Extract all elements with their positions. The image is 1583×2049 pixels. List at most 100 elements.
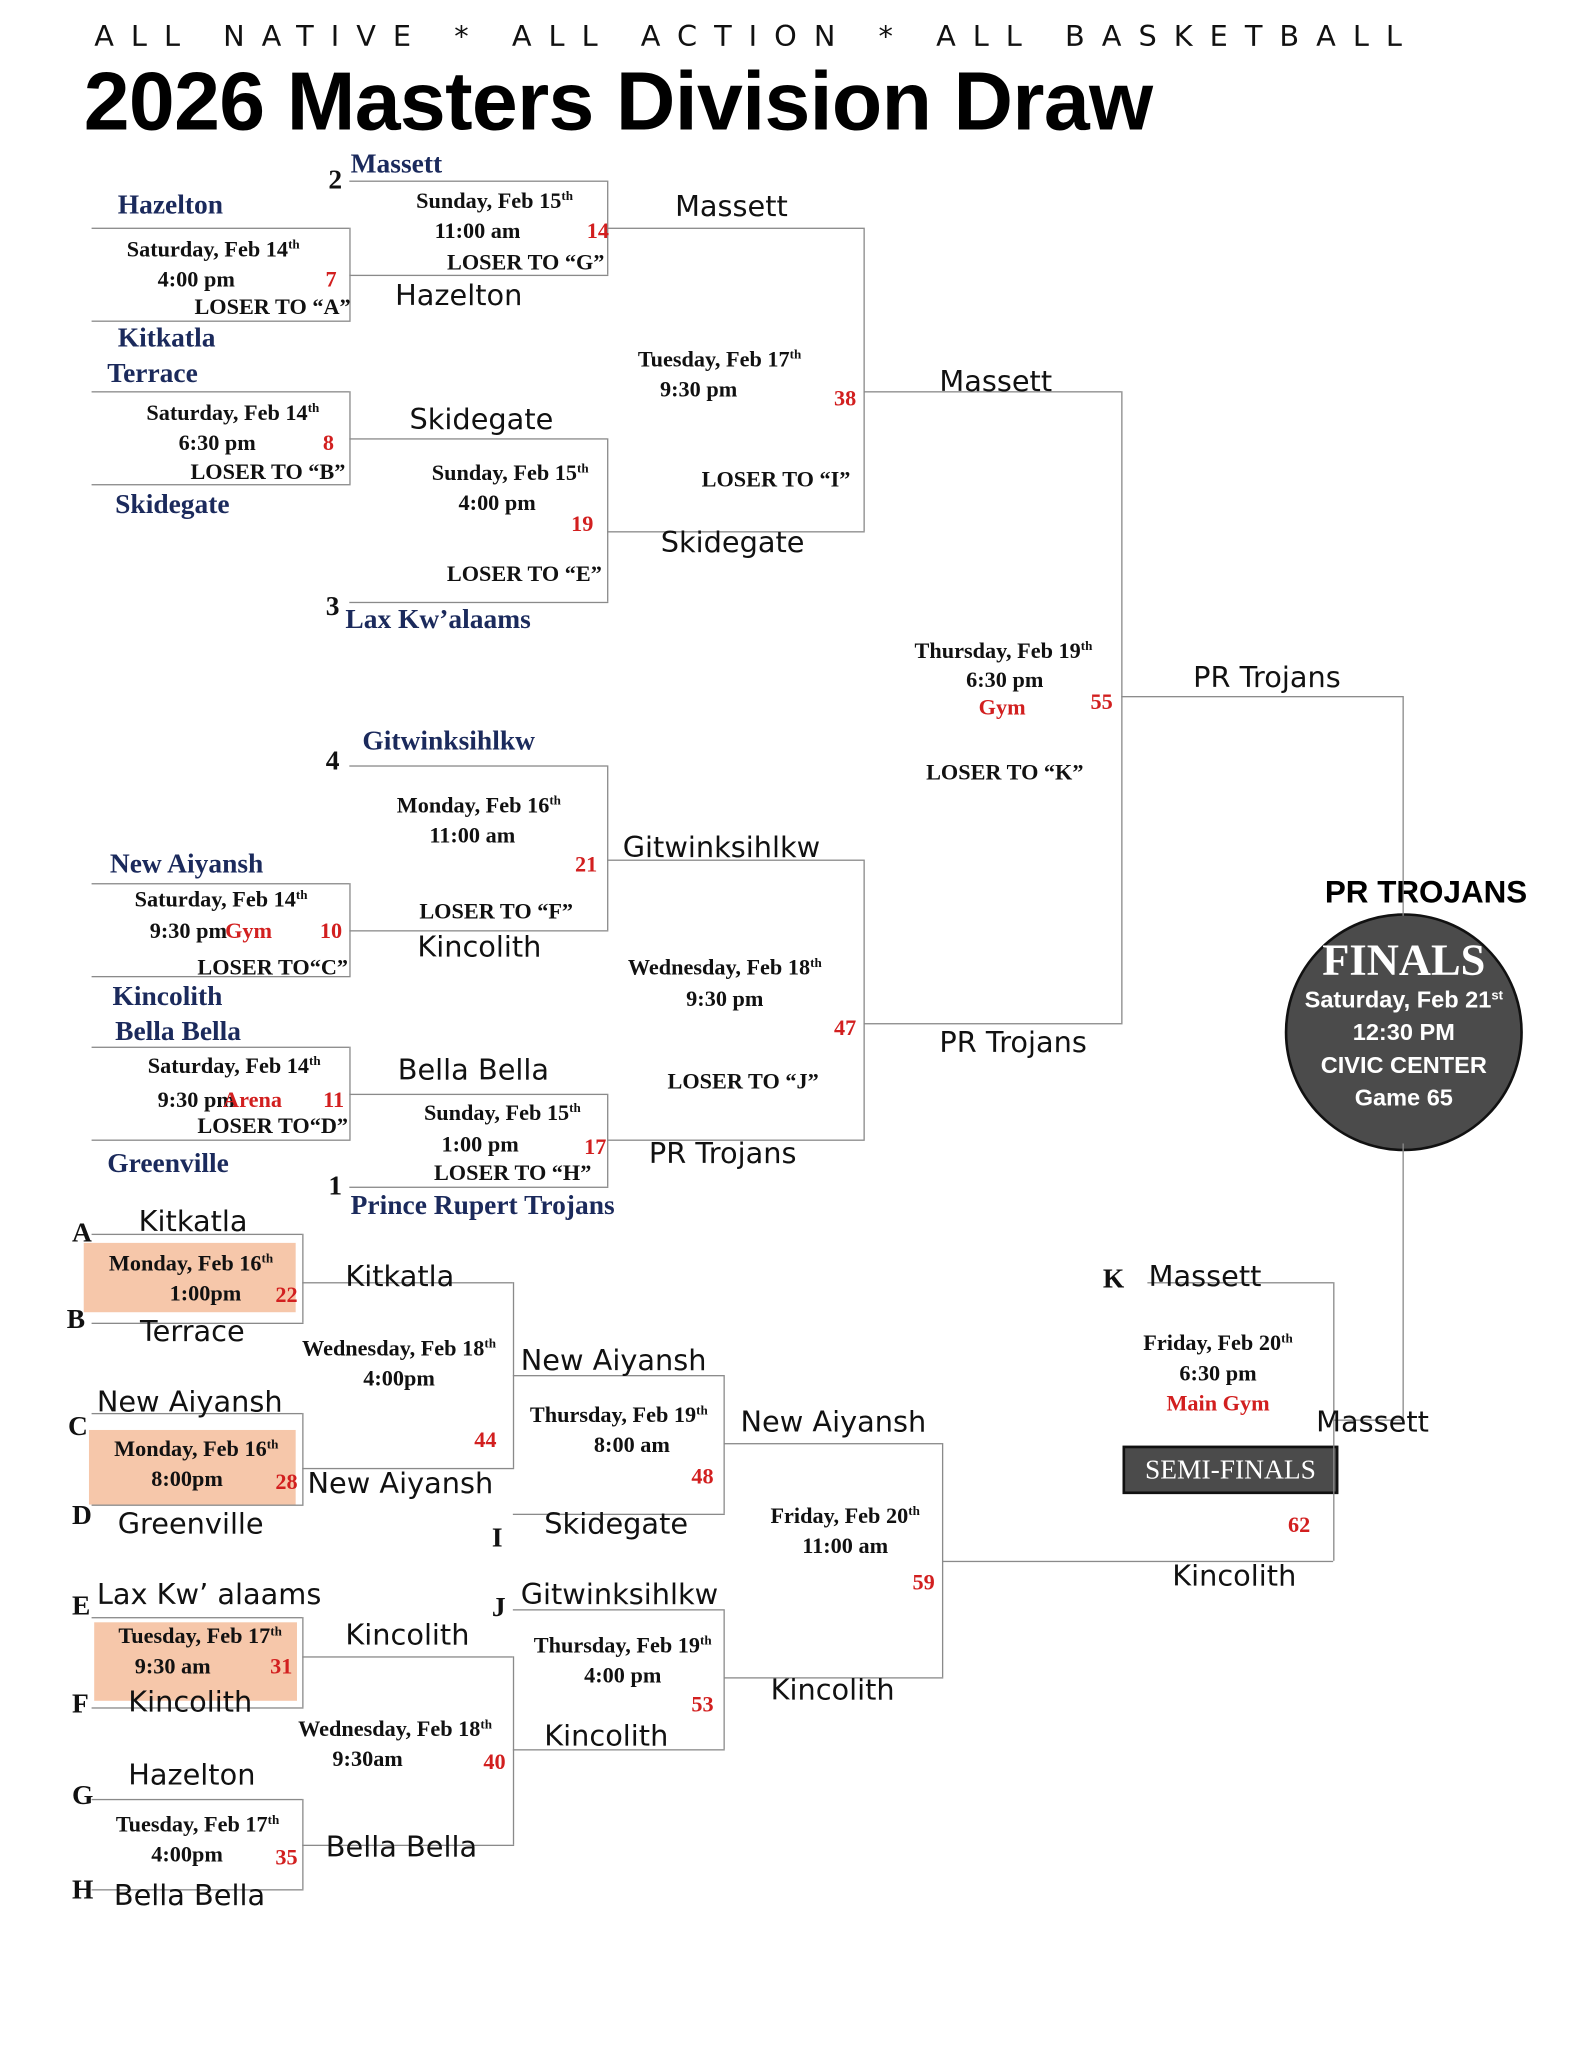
team-result: Lax Kw’ alaams [96,1579,322,1612]
game-time: 4:00 pm [157,266,235,292]
finals-title: FINALS [1322,936,1486,986]
seed-number: 2 [328,163,343,195]
game-date-suffix: th [480,1717,493,1733]
game-time: 4:00pm [151,1842,223,1867]
bracket-letter: C [68,1410,88,1442]
bracket-line [91,1617,303,1619]
seed-number: 3 [325,590,340,622]
team-result: Skidegate [544,1508,689,1542]
team-entrant: Kincolith [112,979,223,1012]
bracket-line [607,1139,865,1142]
game-number: 40 [483,1749,506,1775]
team-result: Skidegate [409,404,554,437]
team-result: Massett [1316,1406,1429,1440]
team-result: PR Trojans [1193,661,1341,695]
team-entrant: Bella Bella [115,1015,242,1047]
loser-destination: LOSER TO “I” [701,467,851,492]
game-date: Tuesday, Feb 17th [638,348,801,370]
game-number: 47 [834,1015,857,1041]
bracket-line [1333,1419,1403,1422]
game-date: Friday, Feb 20th [1143,1332,1292,1354]
bracket-line [349,765,608,767]
team-entrant: Lax Kw’alaams [345,603,531,635]
game-date-text: Monday, Feb 16 [108,1250,262,1276]
bracket-line [91,227,350,230]
bracket-line [91,1233,303,1236]
game-number: 59 [912,1569,935,1595]
team-result: Massett [1148,1261,1262,1294]
bracket-line [91,320,351,323]
game-venue: Arena [223,1087,282,1113]
bracket-line [349,1093,608,1096]
bracket-line [349,883,351,976]
team-result: New Aiyansh [740,1406,927,1440]
bracket-line [349,227,351,321]
game-time: 9:30 pm [149,918,228,944]
team-result: Hazelton [128,1759,256,1793]
game-date-text: Sunday, Feb 15 [416,188,562,214]
game-date-text: Friday, Feb 20 [1143,1330,1282,1356]
bracket-line [512,1609,724,1611]
game-date-text: Tuesday, Feb 17 [115,1811,268,1837]
game-date: Wednesday, Feb 18th [302,1337,496,1359]
team-entrant: Massett [350,147,443,180]
game-date: Tuesday, Feb 17th [118,1625,281,1647]
bracket-line [91,1322,304,1325]
game-date: Saturday, Feb 14th [135,888,308,910]
game-date: Monday, Feb 16th [114,1438,278,1460]
game-date: Saturday, Feb 14th [148,1054,321,1076]
game-time: 9:30 pm [157,1087,235,1113]
game-date-suffix: th [288,238,300,253]
team-result: PR Trojans [648,1138,797,1171]
bracket-letter: D [71,1499,92,1531]
game-number: 14 [586,218,610,244]
game-date-text: Saturday, Feb 14 [146,400,308,426]
bracket-line [349,1186,609,1189]
game-number: 21 [574,851,598,877]
finals-venue: CIVIC CENTER [1320,1051,1487,1079]
bracket-line [349,180,608,183]
game-date-text: Monday, Feb 16 [396,792,550,818]
semi-finals-label: SEMI-FINALS [1122,1445,1339,1495]
team-result: Terrace [139,1316,245,1349]
game-number: 44 [474,1427,497,1453]
bracket-letter: G [71,1779,94,1811]
bracket-letter: H [71,1873,94,1905]
team-entrant: Hazelton [117,188,224,220]
champion-label: PR TROJANS [1324,875,1528,911]
shaded-game-box [88,1429,296,1505]
game-time: 6:30 pm [178,430,256,456]
team-entrant: Terrace [107,357,198,389]
bracket-letter: K [1102,1262,1125,1294]
loser-destination: LOSER TO “B” [190,459,346,485]
game-time: 6:30 pm [966,667,1044,693]
finals-time: 12:30 PM [1352,1019,1455,1046]
bracket-line [91,1412,303,1415]
game-number: 28 [275,1469,298,1495]
bracket-line [723,1609,726,1750]
game-time: 8:00pm [151,1466,223,1492]
bracket-letter: J [491,1590,506,1623]
loser-destination: LOSER TO “H” [433,1160,592,1186]
game-number: 48 [691,1463,714,1489]
tagline: ALL NATIVE * ALL ACTION * ALL BASKETBALL [94,20,1419,54]
game-date-suffix: th [696,1403,708,1419]
game-number: 19 [571,511,594,537]
game-number: 31 [270,1653,293,1679]
game-date-text: Tuesday, Feb 17 [637,346,790,372]
bracket-line [302,1617,304,1708]
bracket-line [863,227,866,532]
team-entrant: Gitwinksihlkw [362,724,535,757]
loser-destination: LOSER TO “A” [194,294,351,320]
game-number: 38 [834,385,857,411]
game-number: 11 [323,1087,345,1113]
game-date: Monday, Feb 16th [109,1252,273,1274]
game-date-text: Wednesday, Feb 18 [627,955,811,980]
game-date: Sunday, Feb 15th [416,190,573,212]
game-date: Thursday, Feb 19th [534,1634,712,1656]
game-number: 55 [1090,689,1113,715]
bracket-line [512,1375,724,1377]
game-date: Thursday, Feb 19th [915,640,1093,662]
seed-number: 1 [328,1169,343,1202]
